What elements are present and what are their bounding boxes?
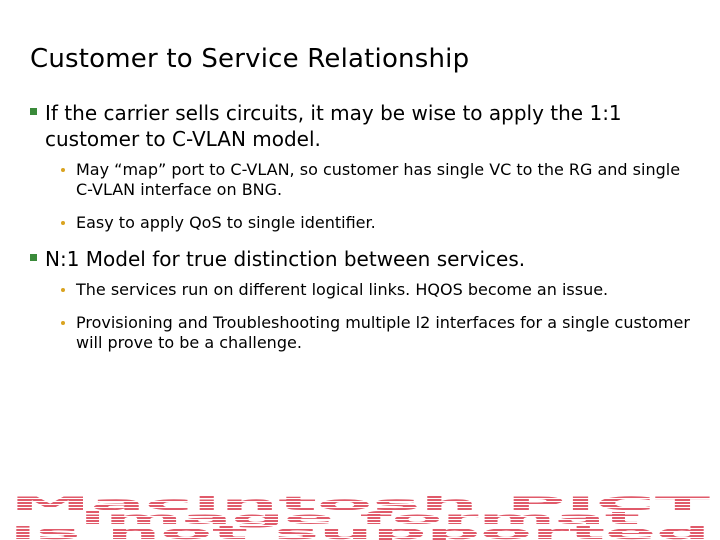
placeholder-line: image format (80, 509, 640, 529)
bullet-text: If the carrier sells circuits, it may be… (45, 101, 622, 151)
sub-bullet-text: The services run on different logical li… (76, 280, 609, 299)
sub-bullet-item: May “map” port to C-VLAN, so customer ha… (30, 160, 700, 200)
sub-bullet-text: Easy to apply QoS to single identifier. (76, 213, 376, 232)
sub-bullet-item: Provisioning and Troubleshooting multipl… (30, 313, 700, 353)
placeholder-line: is not supported (10, 522, 710, 540)
sub-bullet-text: May “map” port to C-VLAN, so customer ha… (76, 160, 681, 199)
bullet-list: If the carrier sells circuits, it may be… (30, 100, 700, 366)
slide-title: Customer to Service Relationship (30, 44, 470, 74)
square-bullet-icon (30, 108, 37, 115)
dot-bullet-icon (61, 221, 65, 225)
sub-bullet-item: Easy to apply QoS to single identifier. (30, 213, 700, 233)
square-bullet-icon (30, 254, 37, 261)
placeholder-line: Macintosh PICT (10, 493, 710, 515)
bullet-item: N:1 Model for true distinction between s… (30, 246, 700, 272)
bullet-text: N:1 Model for true distinction between s… (45, 247, 526, 271)
sub-bullet-text: Provisioning and Troubleshooting multipl… (76, 313, 690, 352)
bullet-item: If the carrier sells circuits, it may be… (30, 100, 700, 152)
unsupported-image-placeholder: Macintosh PICT image format is not suppo… (10, 493, 710, 540)
dot-bullet-icon (61, 321, 65, 325)
sub-bullet-item: The services run on different logical li… (30, 280, 700, 300)
dot-bullet-icon (61, 168, 65, 172)
dot-bullet-icon (61, 288, 65, 292)
